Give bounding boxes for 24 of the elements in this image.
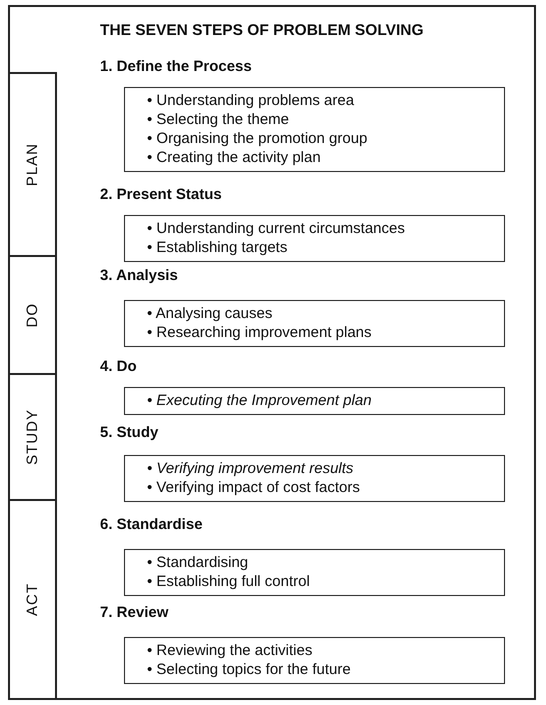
step-heading: 5. Study [100, 424, 160, 443]
phase-tab: PLAN [8, 72, 57, 257]
step-heading: 3. Analysis [100, 267, 179, 286]
bullet-item: • Selecting the theme [147, 110, 290, 129]
step-heading: 2. Present Status [100, 186, 223, 205]
title: THE SEVEN STEPS OF PROBLEM SOLVING [100, 22, 424, 40]
bullet-item: • Establishing targets [147, 238, 288, 257]
bullet-item: • Analysing causes [147, 304, 274, 323]
bullet-item: • Creating the activity plan [147, 148, 322, 167]
bullet-item: • Reviewing the activities [147, 641, 314, 660]
bullet-item: • Selecting topics for the future [147, 660, 352, 679]
bullet-item: • Understanding problems area [147, 91, 356, 110]
step-heading: 6. Standardise [100, 516, 204, 535]
step-heading: 4. Do [100, 358, 138, 377]
bullet-item: • Organising the promotion group [147, 129, 368, 148]
step-heading: 7. Review [100, 604, 170, 623]
step-heading: 1. Define the Process [100, 58, 253, 77]
bullet-item: • Verifying improvement results [147, 459, 354, 478]
bullet-item: • Researching improvement plans [147, 323, 373, 342]
bullet-item: • Establishing full control [147, 572, 311, 591]
bullet-item: • Standardising [147, 553, 250, 572]
bullet-item: • Verifying impact of cost factors [147, 478, 361, 497]
bullet-item: • Understanding current circumstances [147, 219, 406, 238]
bullet-item: • Executing the Improvement plan [147, 391, 373, 410]
